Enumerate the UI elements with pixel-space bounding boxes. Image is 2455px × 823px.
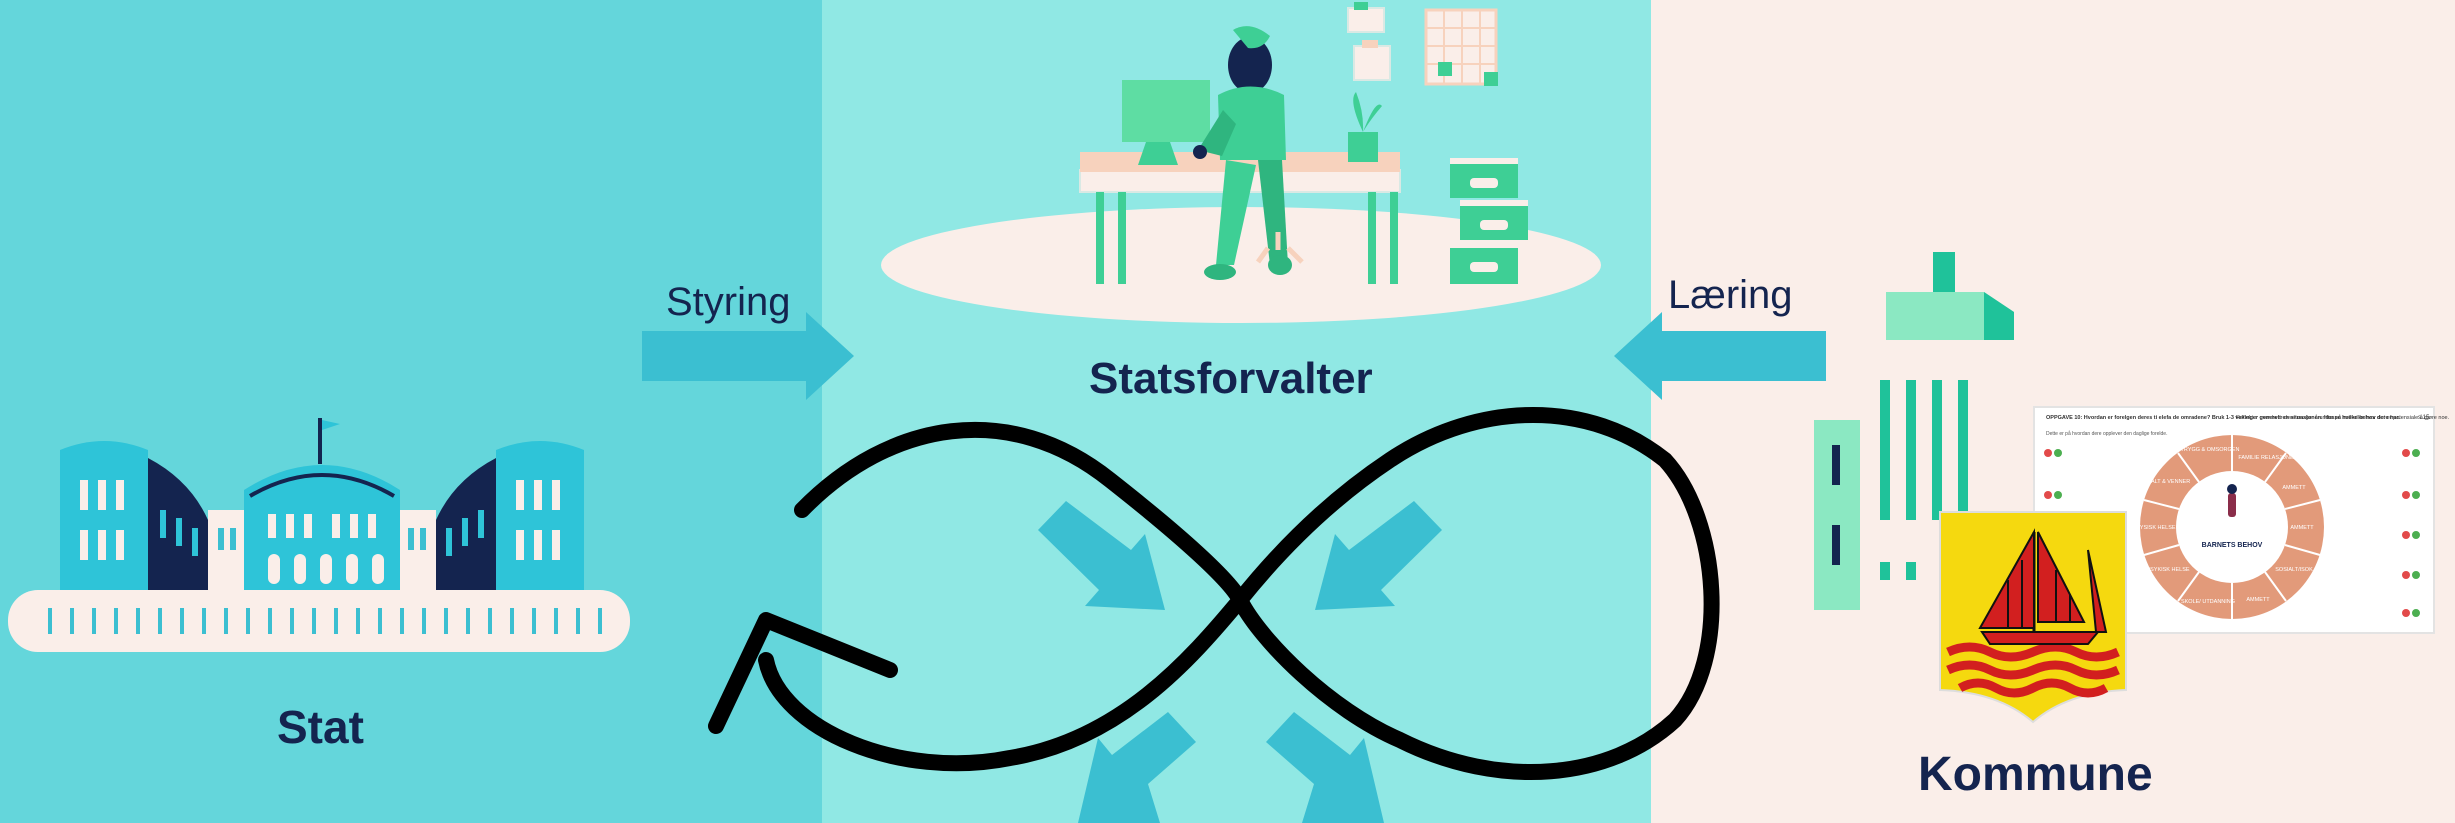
worksheet-segment-label: TRYGG & OMSORGEN xyxy=(2181,447,2240,453)
stortinget-building-icon xyxy=(8,418,630,652)
worksheet-segment-label: FAMILIE RELASJONER xyxy=(2238,455,2297,461)
kommune-label: Kommune xyxy=(1918,748,2153,801)
worksheet-segment-label: SOSIALT/ISOK xyxy=(2275,567,2313,573)
worksheet-segment-label: PSYKISK HELSE xyxy=(2146,567,2189,573)
office-desk-worker-icon xyxy=(881,2,1601,323)
worksheet-segment-label: AMMETT xyxy=(2282,485,2306,491)
styring-arrow xyxy=(642,312,854,400)
worksheet-side-note: Dette er på hvordan dere opplever den da… xyxy=(2046,430,2167,437)
worksheet-segment-label: FYSISK HELSE xyxy=(2136,525,2175,531)
worksheet-segment-label: SKOLE/ UTDANNING xyxy=(2181,599,2235,605)
worksheet-page-number: s.15 xyxy=(2418,415,2430,421)
stat-label: Stat xyxy=(277,701,364,753)
infinity-loop-icon xyxy=(758,407,1720,780)
lower-left-arrow xyxy=(1078,712,1196,823)
lower-right-arrow xyxy=(1266,712,1384,823)
statsforvalter-label: Statsforvalter xyxy=(1089,354,1373,403)
worksheet-segment-label: AMMETT xyxy=(2246,597,2270,603)
styring-label: Styring xyxy=(666,280,791,324)
down-left-arrow xyxy=(1315,501,1442,610)
worksheet-header-left: OPPGAVE 10: Hvordan er forelgen deres ti… xyxy=(2046,415,2400,421)
laering-arrow xyxy=(1614,312,1826,400)
worksheet-header-right: Reflekter over hvor dere ønsker å endre … xyxy=(2236,414,2450,421)
loop-arrowhead xyxy=(708,612,898,734)
office-tower-icon xyxy=(1814,252,2014,610)
worksheet-center-title: BARNETS BEHOV xyxy=(2202,542,2263,549)
stat-panel xyxy=(0,0,822,823)
municipal-coat-of-arms-icon xyxy=(1939,511,2127,724)
worksheet-segment-label: AMMETT xyxy=(2290,525,2314,531)
laering-label: Læring xyxy=(1668,273,1793,317)
down-right-arrow xyxy=(1038,501,1165,610)
worksheet-segment-label: SOSIALT & VENNER xyxy=(2138,479,2190,485)
